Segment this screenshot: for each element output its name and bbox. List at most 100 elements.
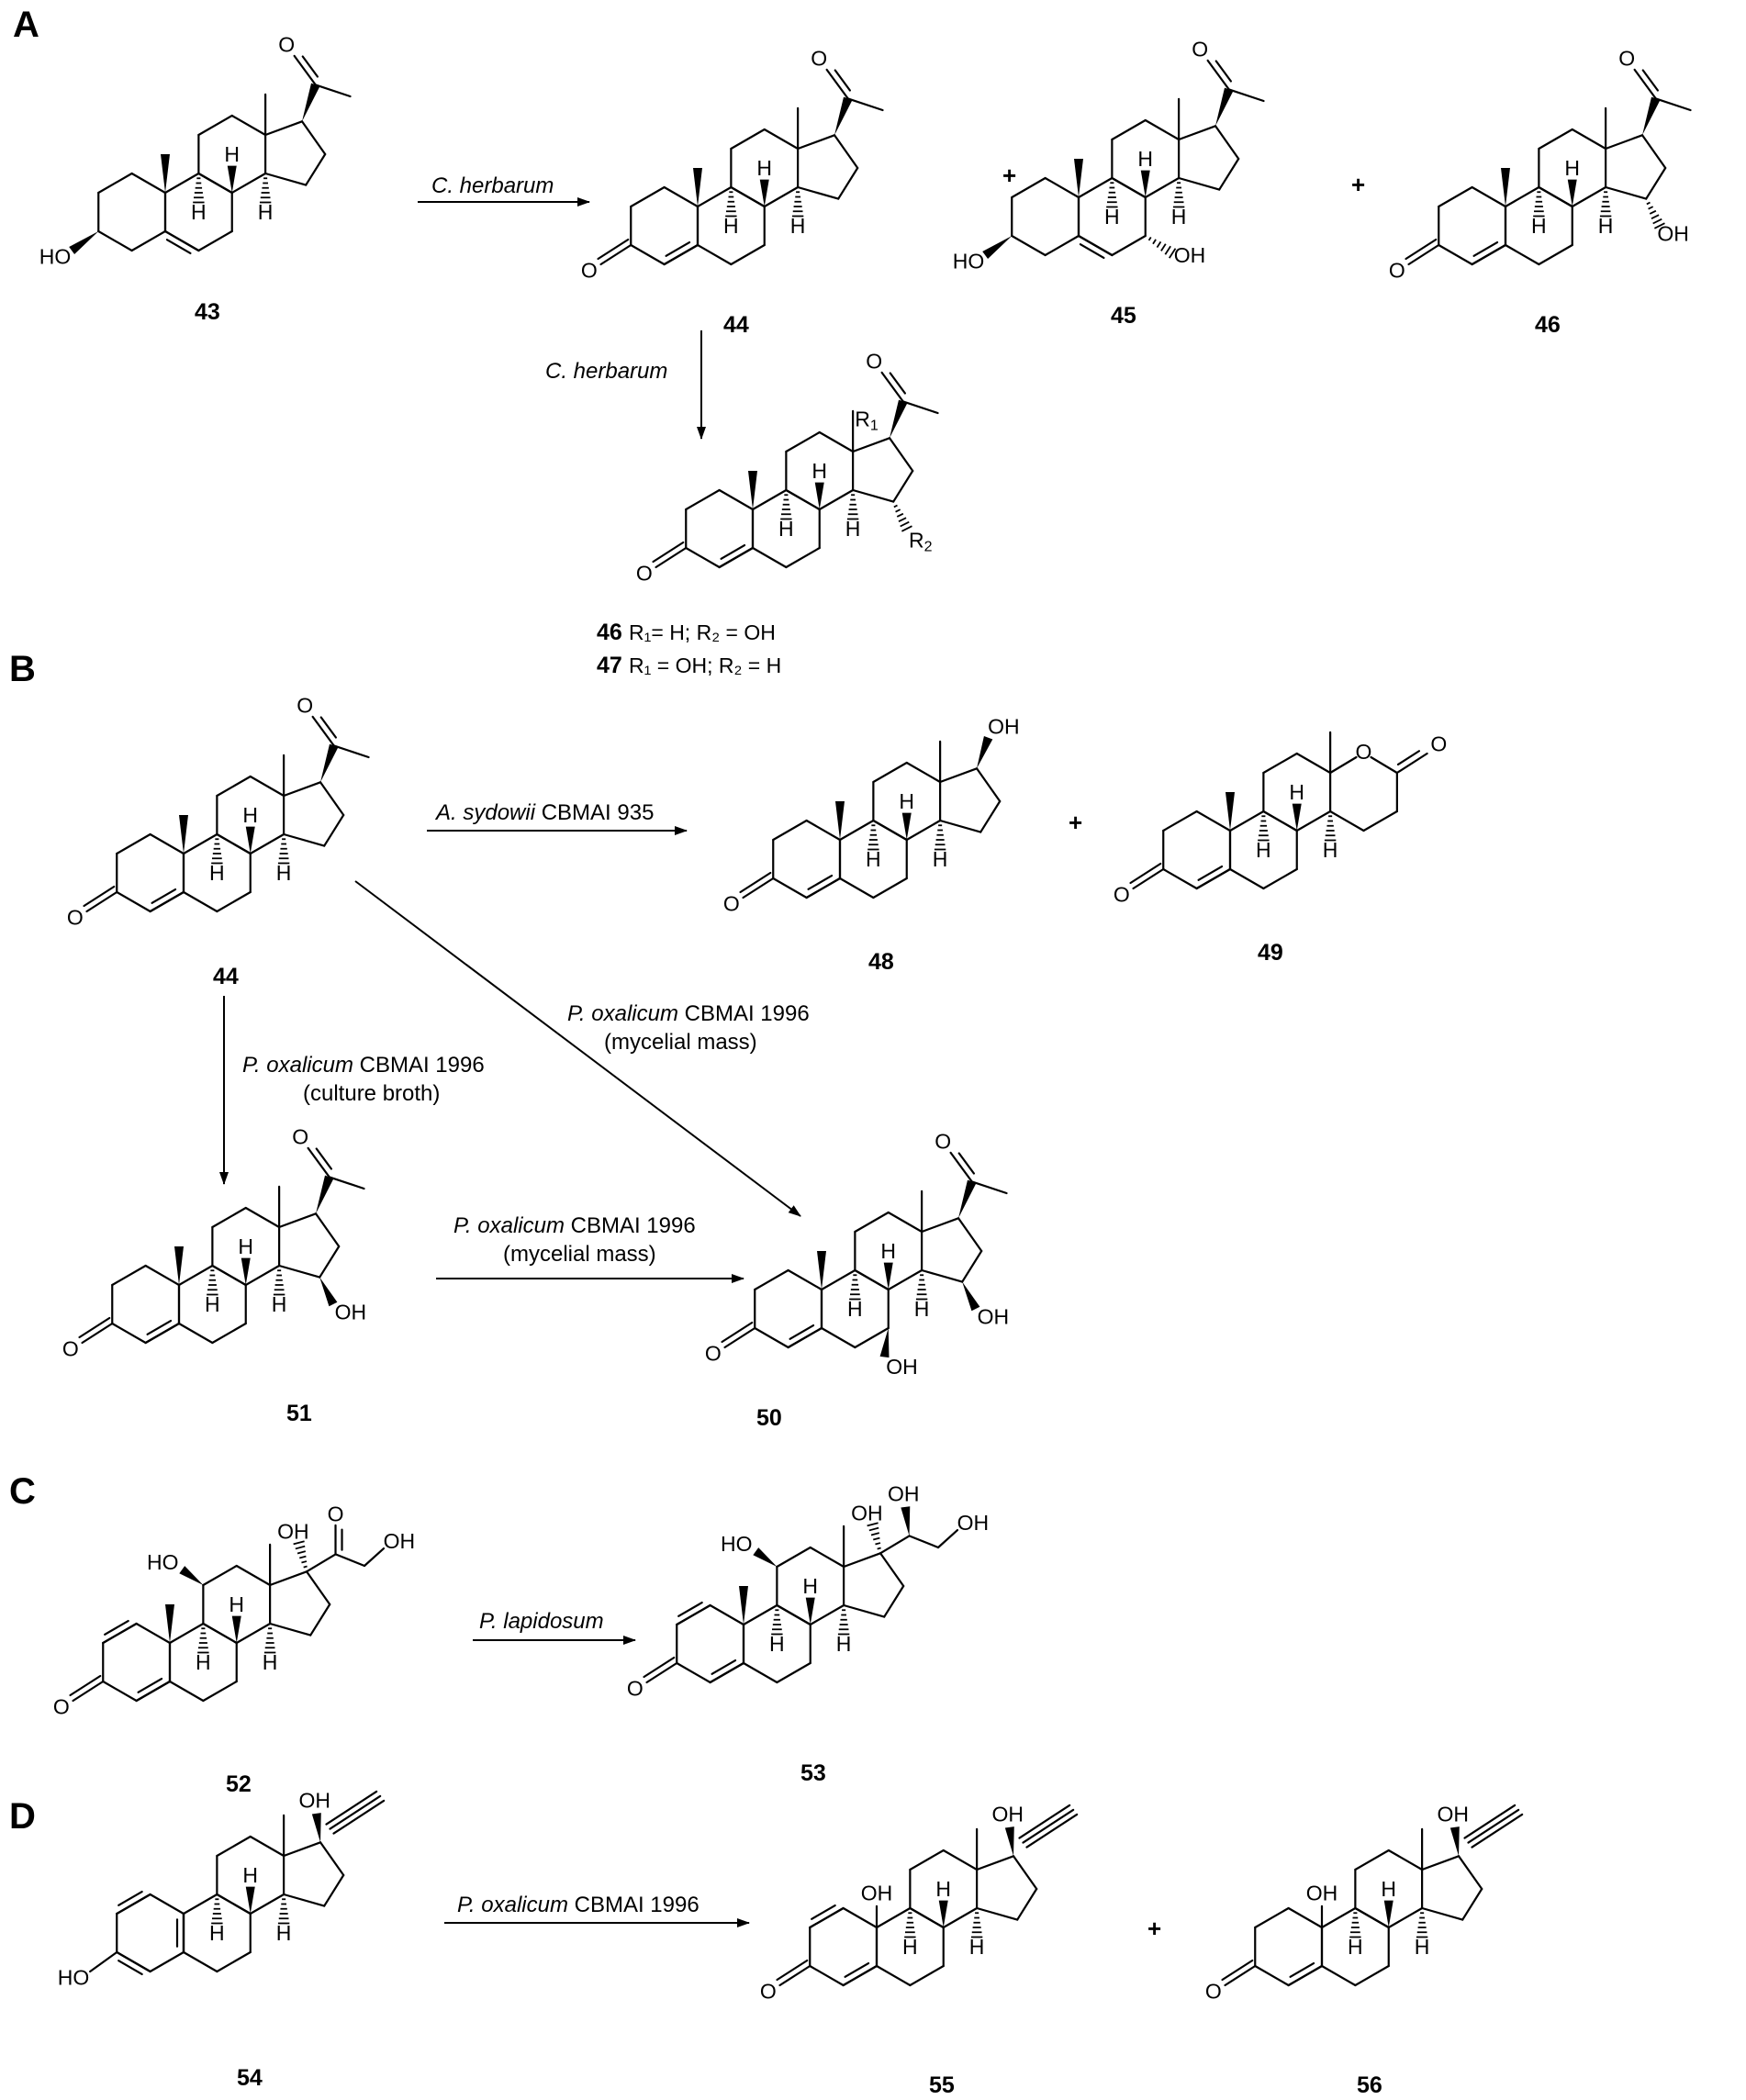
atom-label: O (723, 891, 740, 915)
hashed-bond (893, 504, 898, 508)
bond (1077, 176, 1114, 199)
atom-label: O (53, 1694, 70, 1718)
bond (742, 1603, 778, 1626)
bond (838, 819, 875, 842)
bond (1214, 125, 1240, 161)
wedge-bond (817, 1251, 826, 1290)
bond (1421, 1855, 1461, 1871)
wedge-bond (179, 1566, 204, 1585)
bond (730, 185, 766, 208)
bond (1538, 243, 1573, 266)
wedge-bond (1074, 159, 1083, 197)
bond (854, 1211, 890, 1234)
bond (879, 1535, 911, 1555)
atom-label: OH (888, 1481, 920, 1505)
bond (976, 1855, 1015, 1871)
atom-label: H (209, 1921, 225, 1945)
bond (102, 1680, 138, 1703)
bond (805, 877, 842, 899)
compound-number: 43 (195, 299, 220, 325)
bond (135, 1680, 172, 1703)
bond (1370, 755, 1398, 775)
atom-label: O (811, 46, 827, 70)
bond (102, 1622, 138, 1645)
bond (1254, 1964, 1290, 1987)
bond (163, 229, 200, 252)
bond (116, 890, 151, 913)
bond (785, 546, 821, 569)
atom-label: HO (58, 1965, 90, 1989)
bond (1262, 810, 1298, 832)
atom-label: H (272, 1292, 287, 1316)
atom-label: OH (988, 714, 1020, 738)
bond (797, 134, 836, 151)
atom-label: OH (384, 1529, 416, 1553)
bond (709, 1661, 745, 1684)
bond (151, 888, 177, 904)
bond (1354, 1964, 1390, 1987)
bond (202, 1564, 238, 1587)
bond (278, 1264, 321, 1279)
atom-label: O (1192, 37, 1208, 61)
bond (778, 1964, 811, 1987)
bond (921, 1268, 964, 1283)
bond (809, 1964, 845, 1987)
atom-label: H (1256, 838, 1271, 862)
atom-label: O (760, 1979, 777, 2003)
atom-label: H (258, 200, 274, 224)
bond (305, 1553, 337, 1573)
compound-number: 55 (929, 2072, 955, 2098)
bond (1438, 185, 1473, 208)
atom-label: H (196, 1650, 211, 1674)
wedge-bond (958, 1179, 977, 1219)
bond (1178, 176, 1221, 191)
atom-label: O (581, 258, 598, 282)
atom-label: H (880, 1239, 896, 1263)
bond (811, 1904, 836, 1920)
atom-label: H (276, 861, 292, 885)
bond (652, 541, 685, 564)
wedge-bond (1567, 179, 1577, 207)
bond (230, 114, 267, 137)
wedge-bond (834, 96, 853, 136)
compound-number: 47 (597, 653, 622, 678)
wedge-bond (982, 236, 1013, 260)
bond (787, 1326, 823, 1349)
atom-label: O (1356, 740, 1372, 764)
bond (872, 877, 908, 899)
wedge-bond (1449, 1826, 1460, 1857)
bond (249, 775, 285, 798)
bond (116, 1950, 151, 1973)
wedge-bond (962, 1281, 980, 1312)
wedge-bond (245, 1886, 255, 1914)
bond (216, 832, 252, 855)
bond (1463, 1804, 1517, 1839)
bond (116, 832, 151, 855)
reagent-label: P. oxalicum CBMAI 1996 (457, 1893, 700, 1917)
bond (1362, 810, 1398, 832)
wedge-bond (320, 743, 339, 783)
bond (118, 1960, 143, 1976)
atom-label: OH (978, 1305, 1010, 1329)
substituent-note-46: R₁= H; R₂ = OH (629, 620, 776, 644)
hashed-bond (868, 1526, 879, 1532)
bond (1471, 243, 1507, 266)
bond (785, 488, 821, 511)
wedge-bond (1140, 170, 1150, 197)
atom-label: H (914, 1297, 930, 1321)
bond (875, 1906, 912, 1929)
bond (718, 488, 755, 511)
bond (111, 1322, 147, 1345)
bond (1641, 69, 1659, 92)
bond (111, 1264, 147, 1287)
hashed-bond (873, 1536, 880, 1541)
atom-label: O (1430, 732, 1447, 756)
bond (363, 1547, 386, 1568)
bond (182, 1893, 218, 1916)
wedge-bond (245, 826, 255, 854)
atom-label: H (229, 1592, 244, 1616)
bond (1016, 1887, 1038, 1921)
